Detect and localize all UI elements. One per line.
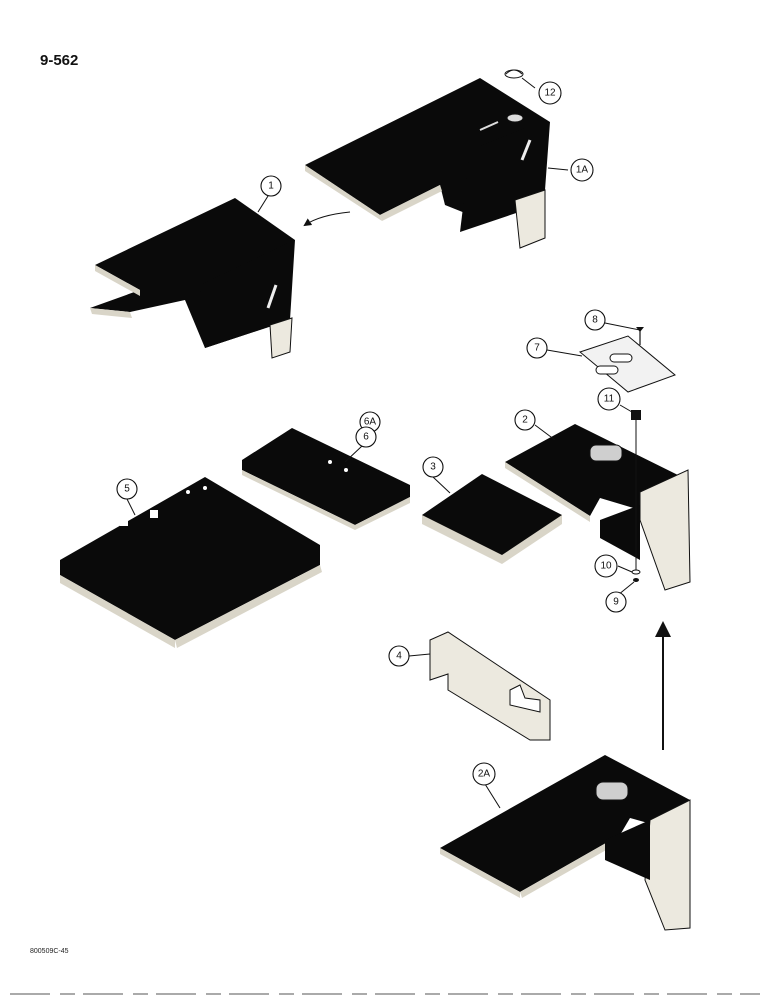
svg-text:6: 6 [363,432,369,443]
callout-2: 2 [514,409,536,431]
svg-text:2: 2 [522,415,528,426]
svg-text:6A: 6A [364,417,377,428]
footer-figure-code: 800509C-45 [30,948,69,955]
callout-10: 10 [594,554,618,578]
svg-text:12: 12 [544,88,556,99]
part-7-plate [578,335,676,393]
svg-text:10: 10 [600,561,612,572]
callout-6: 6 [355,426,377,448]
svg-text:5: 5 [124,484,130,495]
callout-4: 4 [388,645,410,667]
svg-text:8: 8 [592,315,598,326]
part-1a-cover [305,78,550,249]
callout-12: 12 [538,81,562,105]
part-9-10-hardware [631,569,641,582]
svg-text:1: 1 [268,181,274,192]
svg-text:7: 7 [534,343,540,354]
svg-text:3: 3 [430,462,436,473]
callout-5: 5 [116,478,138,500]
part-1-cover [90,198,295,359]
callout-9: 9 [605,591,627,613]
part-5-floor-plate [60,477,322,648]
arrow-1a-to-1 [303,211,351,227]
page-number: 9-562 [40,52,79,69]
svg-text:1A: 1A [576,165,589,176]
part-12-plug [504,69,524,79]
part-2a-cover [440,755,691,931]
callout-11: 11 [597,387,621,411]
callout-7: 7 [526,337,548,359]
svg-text:9: 9 [613,597,619,608]
callout-3: 3 [422,456,444,478]
svg-text:11: 11 [604,394,615,405]
part-4-bracket [429,631,551,741]
part-3-pad [422,474,562,564]
callout-1a: 1A [570,158,594,182]
part-11-nut [631,410,641,420]
callout-8: 8 [584,309,606,331]
callout-1: 1 [260,175,282,197]
svg-text:2A: 2A [478,769,491,780]
part-2-cover [505,424,691,591]
part-6-plate [242,428,410,530]
svg-text:4: 4 [396,651,402,662]
callout-2a: 2A [472,762,496,786]
